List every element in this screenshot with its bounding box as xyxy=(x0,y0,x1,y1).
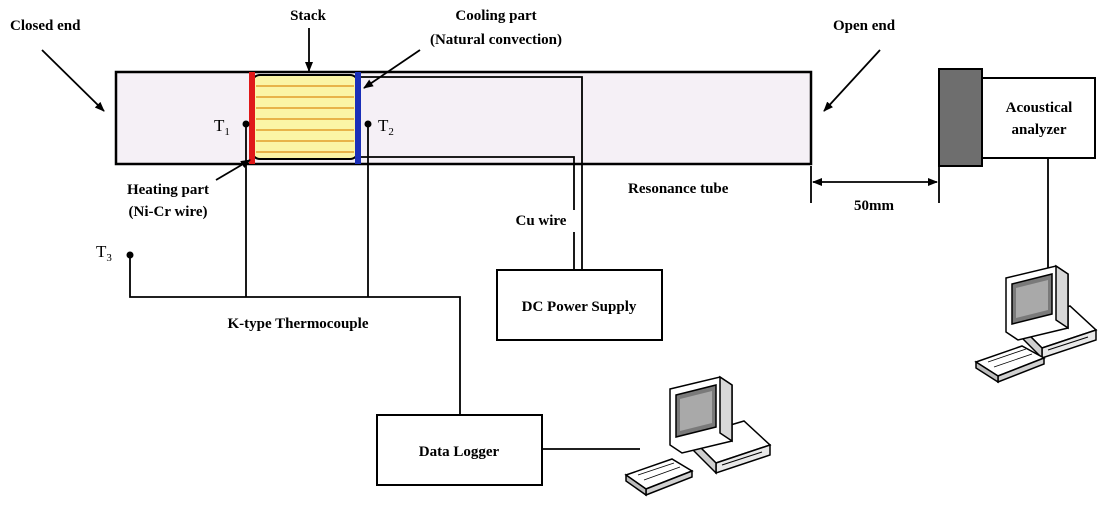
computer-icon xyxy=(624,375,772,497)
open-end-label: Open end xyxy=(833,18,896,34)
heating-part-arrow xyxy=(215,159,251,181)
cooling-part-arrow xyxy=(363,49,421,89)
closed-end-arrow xyxy=(41,49,105,112)
closed-end-label: Closed end xyxy=(10,18,81,34)
resonance-tube-label: Resonance tube xyxy=(628,181,729,197)
heating-part-sublabel: (Ni-Cr wire) xyxy=(129,204,208,220)
acoustical-analyzer-sublabel: analyzer xyxy=(1012,122,1067,138)
data-logger-label: Data Logger xyxy=(419,444,500,460)
sensor-t2-label: T2 xyxy=(378,116,394,138)
heating-part-label: Heating part xyxy=(127,182,209,198)
sensor-t1-point xyxy=(242,120,250,128)
cu-wire-label: Cu wire xyxy=(516,213,567,229)
resonance-tube xyxy=(114,70,813,166)
stack-plates xyxy=(256,85,354,153)
data-logger-box xyxy=(376,414,543,486)
cu-wire-upper xyxy=(360,76,583,270)
heating-part xyxy=(249,72,255,164)
acoustical-analyzer-box xyxy=(981,77,1096,159)
computer-icon xyxy=(974,264,1098,384)
cooling-part-sublabel: (Natural convection) xyxy=(430,32,562,48)
stack xyxy=(251,74,359,160)
acoustical-sensor-block xyxy=(938,68,983,167)
open-end-arrow xyxy=(823,49,881,112)
cooling-part xyxy=(355,72,361,164)
sensor-t3-label: T3 xyxy=(96,242,112,264)
thermocouple-label: K-type Thermocouple xyxy=(228,316,369,332)
sensor-t1-label: T1 xyxy=(214,116,230,138)
dc-power-supply-box xyxy=(496,269,663,341)
sensor-t3-point xyxy=(126,251,134,259)
acoustical-analyzer-label: Acoustical xyxy=(1006,100,1073,116)
thermocouple-wire-t3 xyxy=(129,255,461,415)
dc-power-supply-label: DC Power Supply xyxy=(522,299,637,315)
cooling-part-label: Cooling part xyxy=(455,8,536,24)
stack-label: Stack xyxy=(290,8,326,24)
cu-wire-lower xyxy=(360,156,575,210)
distance-label: 50mm xyxy=(854,198,894,214)
sensor-t2-point xyxy=(364,120,372,128)
